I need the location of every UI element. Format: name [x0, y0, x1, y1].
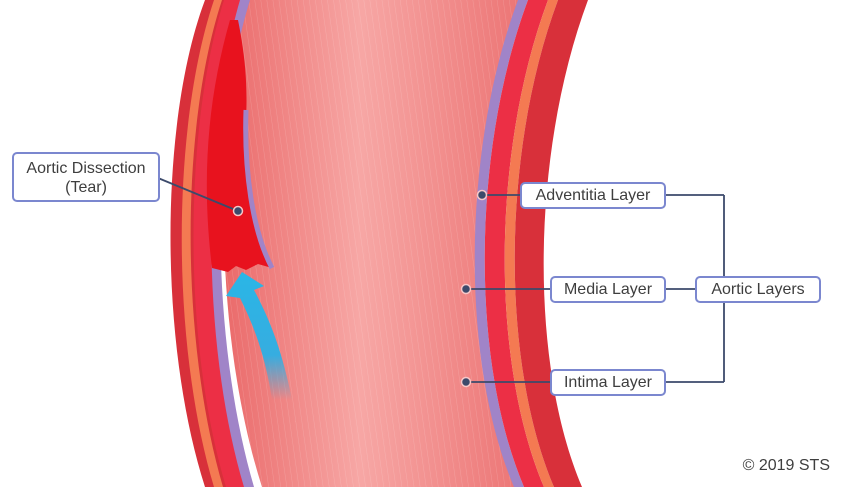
dissection-flap	[206, 20, 272, 272]
right-intima	[474, 0, 528, 487]
media-point-icon	[460, 283, 472, 295]
adventitia-point-icon	[476, 189, 488, 201]
left-media	[193, 0, 248, 487]
intima-point-icon	[460, 376, 472, 388]
dissection-label-line2: (Tear)	[65, 179, 107, 196]
intima-label: Intima Layer	[550, 369, 666, 396]
copyright-text: © 2019 STS	[742, 457, 830, 474]
media-label: Media Layer	[550, 276, 666, 303]
right-media	[484, 0, 548, 487]
dissection-point-icon	[232, 205, 244, 217]
right-adventitia	[514, 0, 588, 487]
adventitia-label: Adventitia Layer	[520, 182, 666, 209]
arrow-up-icon	[226, 272, 292, 400]
dissection-label-line1: Aortic Dissection	[26, 160, 146, 177]
leader-lines	[157, 177, 725, 383]
left-orange-band	[181, 0, 223, 487]
dissection-label: Aortic Dissection (Tear)	[12, 152, 160, 202]
left-adventitia	[170, 0, 232, 487]
aortic-layers-label: Aortic Layers	[695, 276, 821, 303]
right-orange-band	[504, 0, 558, 487]
